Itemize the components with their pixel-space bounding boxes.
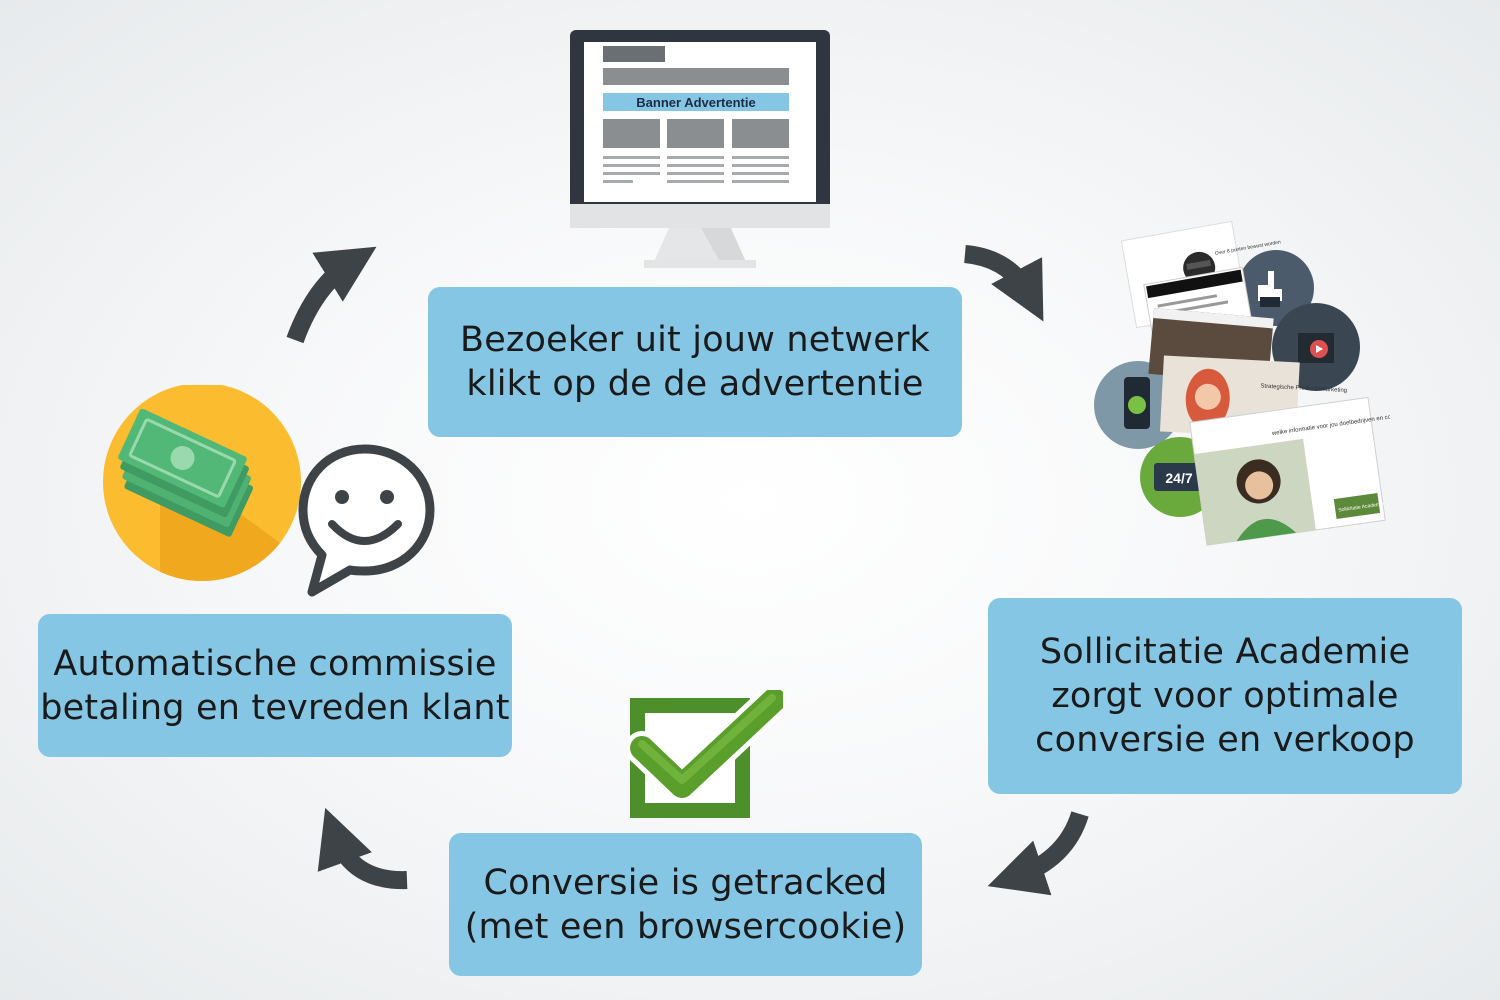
money-coin-icon (103, 385, 301, 581)
checkmark-icon (628, 690, 783, 818)
step-conversion-line-2: zorgt voor optimale (1051, 676, 1399, 716)
slides-collage: 24/7 Over 8 punten bewust worden Strateg… (1094, 220, 1390, 546)
step-tracked-line-2: (met een browsercookie) (464, 906, 907, 947)
monitor-icon: Banner Advertentie (570, 30, 830, 268)
step-conversion-line-1: Sollicitatie Academie (1039, 632, 1411, 672)
step-conversion-box: Sollicitatie Academie zorgt voor optimal… (988, 598, 1462, 794)
step-commission-box: Automatische commissie betaling en tevre… (38, 614, 512, 757)
arrow-to-commission-icon (317, 807, 408, 890)
slide-5: welke informatie voor jou doelbedrijven … (1189, 396, 1390, 546)
step-tracked-line-1: Conversie is getracked (483, 862, 888, 903)
banner-label: Banner Advertentie (636, 95, 755, 110)
step-visitor-line-2: klikt op de de advertentie (466, 364, 924, 404)
touch-icon (1238, 250, 1314, 326)
smiley-chat-icon (298, 444, 435, 597)
step-conversion-line-3: conversie en verkoop (1035, 720, 1415, 760)
slide-3-text: Strategische Productiemarketing (1260, 384, 1347, 395)
arrow-to-tracked-icon (987, 811, 1089, 896)
arrow-to-collage-icon (963, 245, 1044, 322)
step-visitor-box: Bezoeker uit jouw netwerk klikt op de de… (428, 287, 962, 437)
step-commission-line-2: betaling en tevreden klant (40, 687, 510, 728)
slide-4: Strategische Productiemarketing (1159, 355, 1347, 439)
step-tracked-box: Conversie is getracked (met een browserc… (449, 833, 922, 976)
step-visitor-line-1: Bezoeker uit jouw netwerk (459, 320, 930, 360)
arrow-to-visitor-icon (286, 246, 377, 344)
step-commission-line-1: Automatische commissie (53, 643, 497, 684)
badge-247: 24/7 (1165, 470, 1192, 486)
